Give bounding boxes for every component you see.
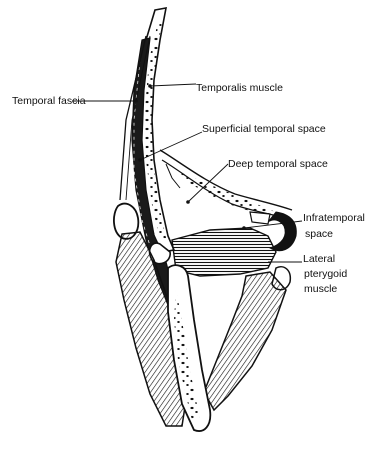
label-infratemporal-space-2: space — [305, 228, 333, 240]
label-lateral-pterygoid-3: muscle — [304, 283, 337, 295]
medial-pterygoid-muscle — [204, 272, 286, 410]
label-temporal-fascia: Temporal fascia — [12, 95, 86, 107]
label-temporalis-muscle: Temporalis muscle — [196, 82, 283, 94]
label-infratemporal-space-1: Infratemporal — [303, 212, 365, 224]
label-lateral-pterygoid-2: pterygoid — [304, 268, 347, 280]
lateral-pterygoid-muscle — [172, 228, 276, 276]
leader-temporalis-muscle — [150, 84, 196, 86]
label-deep-temporal-space: Deep temporal space — [228, 158, 328, 170]
label-lateral-pterygoid-1: Lateral — [303, 253, 335, 265]
label-superficial-temporal-space: Superficial temporal space — [202, 123, 326, 135]
